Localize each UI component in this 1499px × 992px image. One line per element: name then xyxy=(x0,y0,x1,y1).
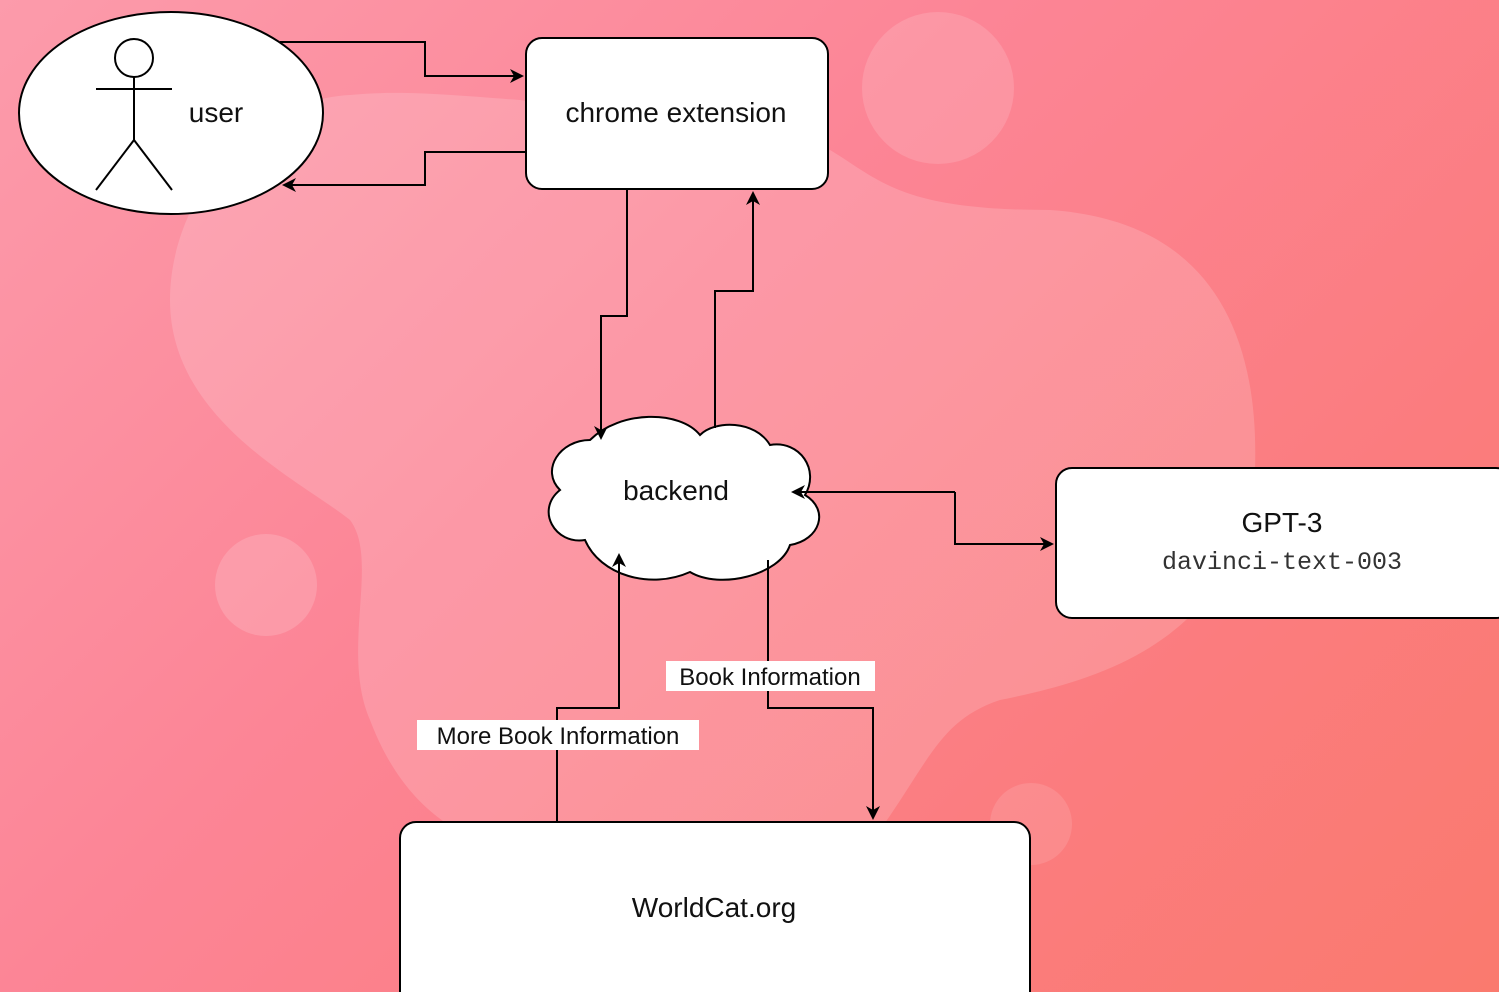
book-information-edge-label: Book Information xyxy=(666,661,875,691)
gpt3-title: GPT-3 xyxy=(1242,507,1323,538)
user-label: user xyxy=(189,97,243,128)
worldcat-label: WorldCat.org xyxy=(632,892,796,923)
edge-worldcat-to-backend xyxy=(556,553,626,822)
worldcat-node[interactable]: WorldCat.org xyxy=(399,821,1031,992)
backend-label: backend xyxy=(623,475,729,506)
edge-backend-to-worldcat xyxy=(767,560,880,820)
stick-figure-icon xyxy=(95,38,173,191)
edge-backend-to-gpt3 xyxy=(954,492,1054,551)
edge-backend-to-extension xyxy=(714,191,760,428)
more-book-information-label: More Book Information xyxy=(437,723,680,750)
chrome-extension-label: chrome extension xyxy=(565,97,786,128)
edge-user-to-extension xyxy=(280,41,524,83)
gpt3-model-name: davinci-text-003 xyxy=(1162,548,1402,577)
background-bubble xyxy=(215,534,317,636)
backend-node[interactable]: backend xyxy=(547,415,821,581)
edge-extension-to-user xyxy=(282,151,526,192)
gpt3-node[interactable]: GPT-3 davinci-text-003 xyxy=(1055,467,1499,619)
book-information-label: Book Information xyxy=(679,664,860,691)
background-bubble xyxy=(862,12,1014,164)
chrome-extension-node[interactable]: chrome extension xyxy=(525,37,829,190)
user-node[interactable]: user xyxy=(18,11,324,215)
edge-extension-to-backend xyxy=(594,189,628,440)
more-book-information-edge-label: More Book Information xyxy=(417,720,699,750)
